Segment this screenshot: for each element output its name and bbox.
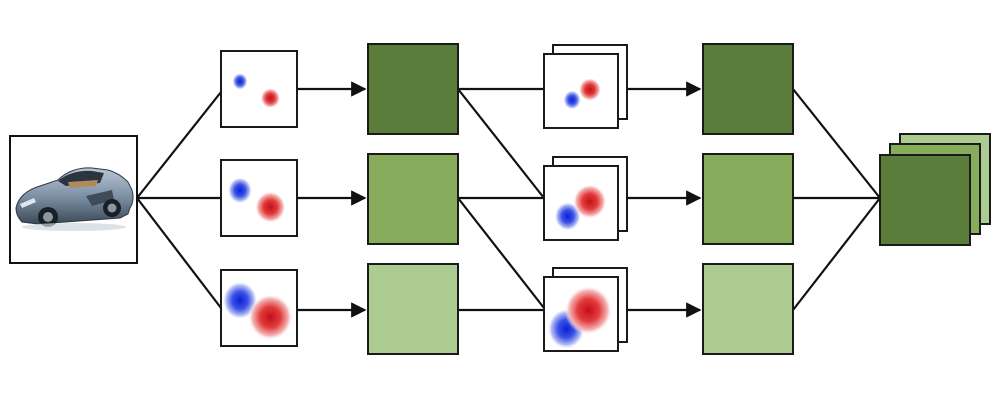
output-stack xyxy=(879,133,991,246)
feature-map-light xyxy=(702,263,794,355)
input-image xyxy=(9,135,138,264)
filter-bank-column xyxy=(543,44,628,352)
edge-map3-output xyxy=(792,197,881,311)
output-layer-front xyxy=(879,154,971,246)
filter-bank-3-front xyxy=(543,276,619,352)
edge-input-filter-3 xyxy=(136,197,222,309)
feature-map-column-2 xyxy=(702,43,794,355)
filter-bank-2-front xyxy=(543,165,619,241)
filter-bank-2 xyxy=(543,156,628,241)
filter-medium xyxy=(220,159,298,237)
connection-lines xyxy=(136,81,881,318)
feature-map-light xyxy=(367,263,459,355)
filter-column xyxy=(220,50,298,347)
feature-map-dark xyxy=(702,43,794,135)
filter-small xyxy=(220,50,298,128)
edge-map2-bank3 xyxy=(457,197,545,309)
edge-input-filter-1 xyxy=(136,91,222,199)
filter-bank-1-front xyxy=(543,53,619,129)
filter-bank-3 xyxy=(543,267,628,352)
filter-large xyxy=(220,269,298,347)
feature-map-mid xyxy=(702,153,794,245)
sports-car-image xyxy=(15,167,134,231)
feature-map-mid xyxy=(367,153,459,245)
feature-map-column-1 xyxy=(367,43,459,355)
edge-map1-bank2 xyxy=(457,88,545,199)
feature-map-dark xyxy=(367,43,459,135)
filter-bank-1 xyxy=(543,44,628,129)
edge-map1-output xyxy=(792,88,881,199)
